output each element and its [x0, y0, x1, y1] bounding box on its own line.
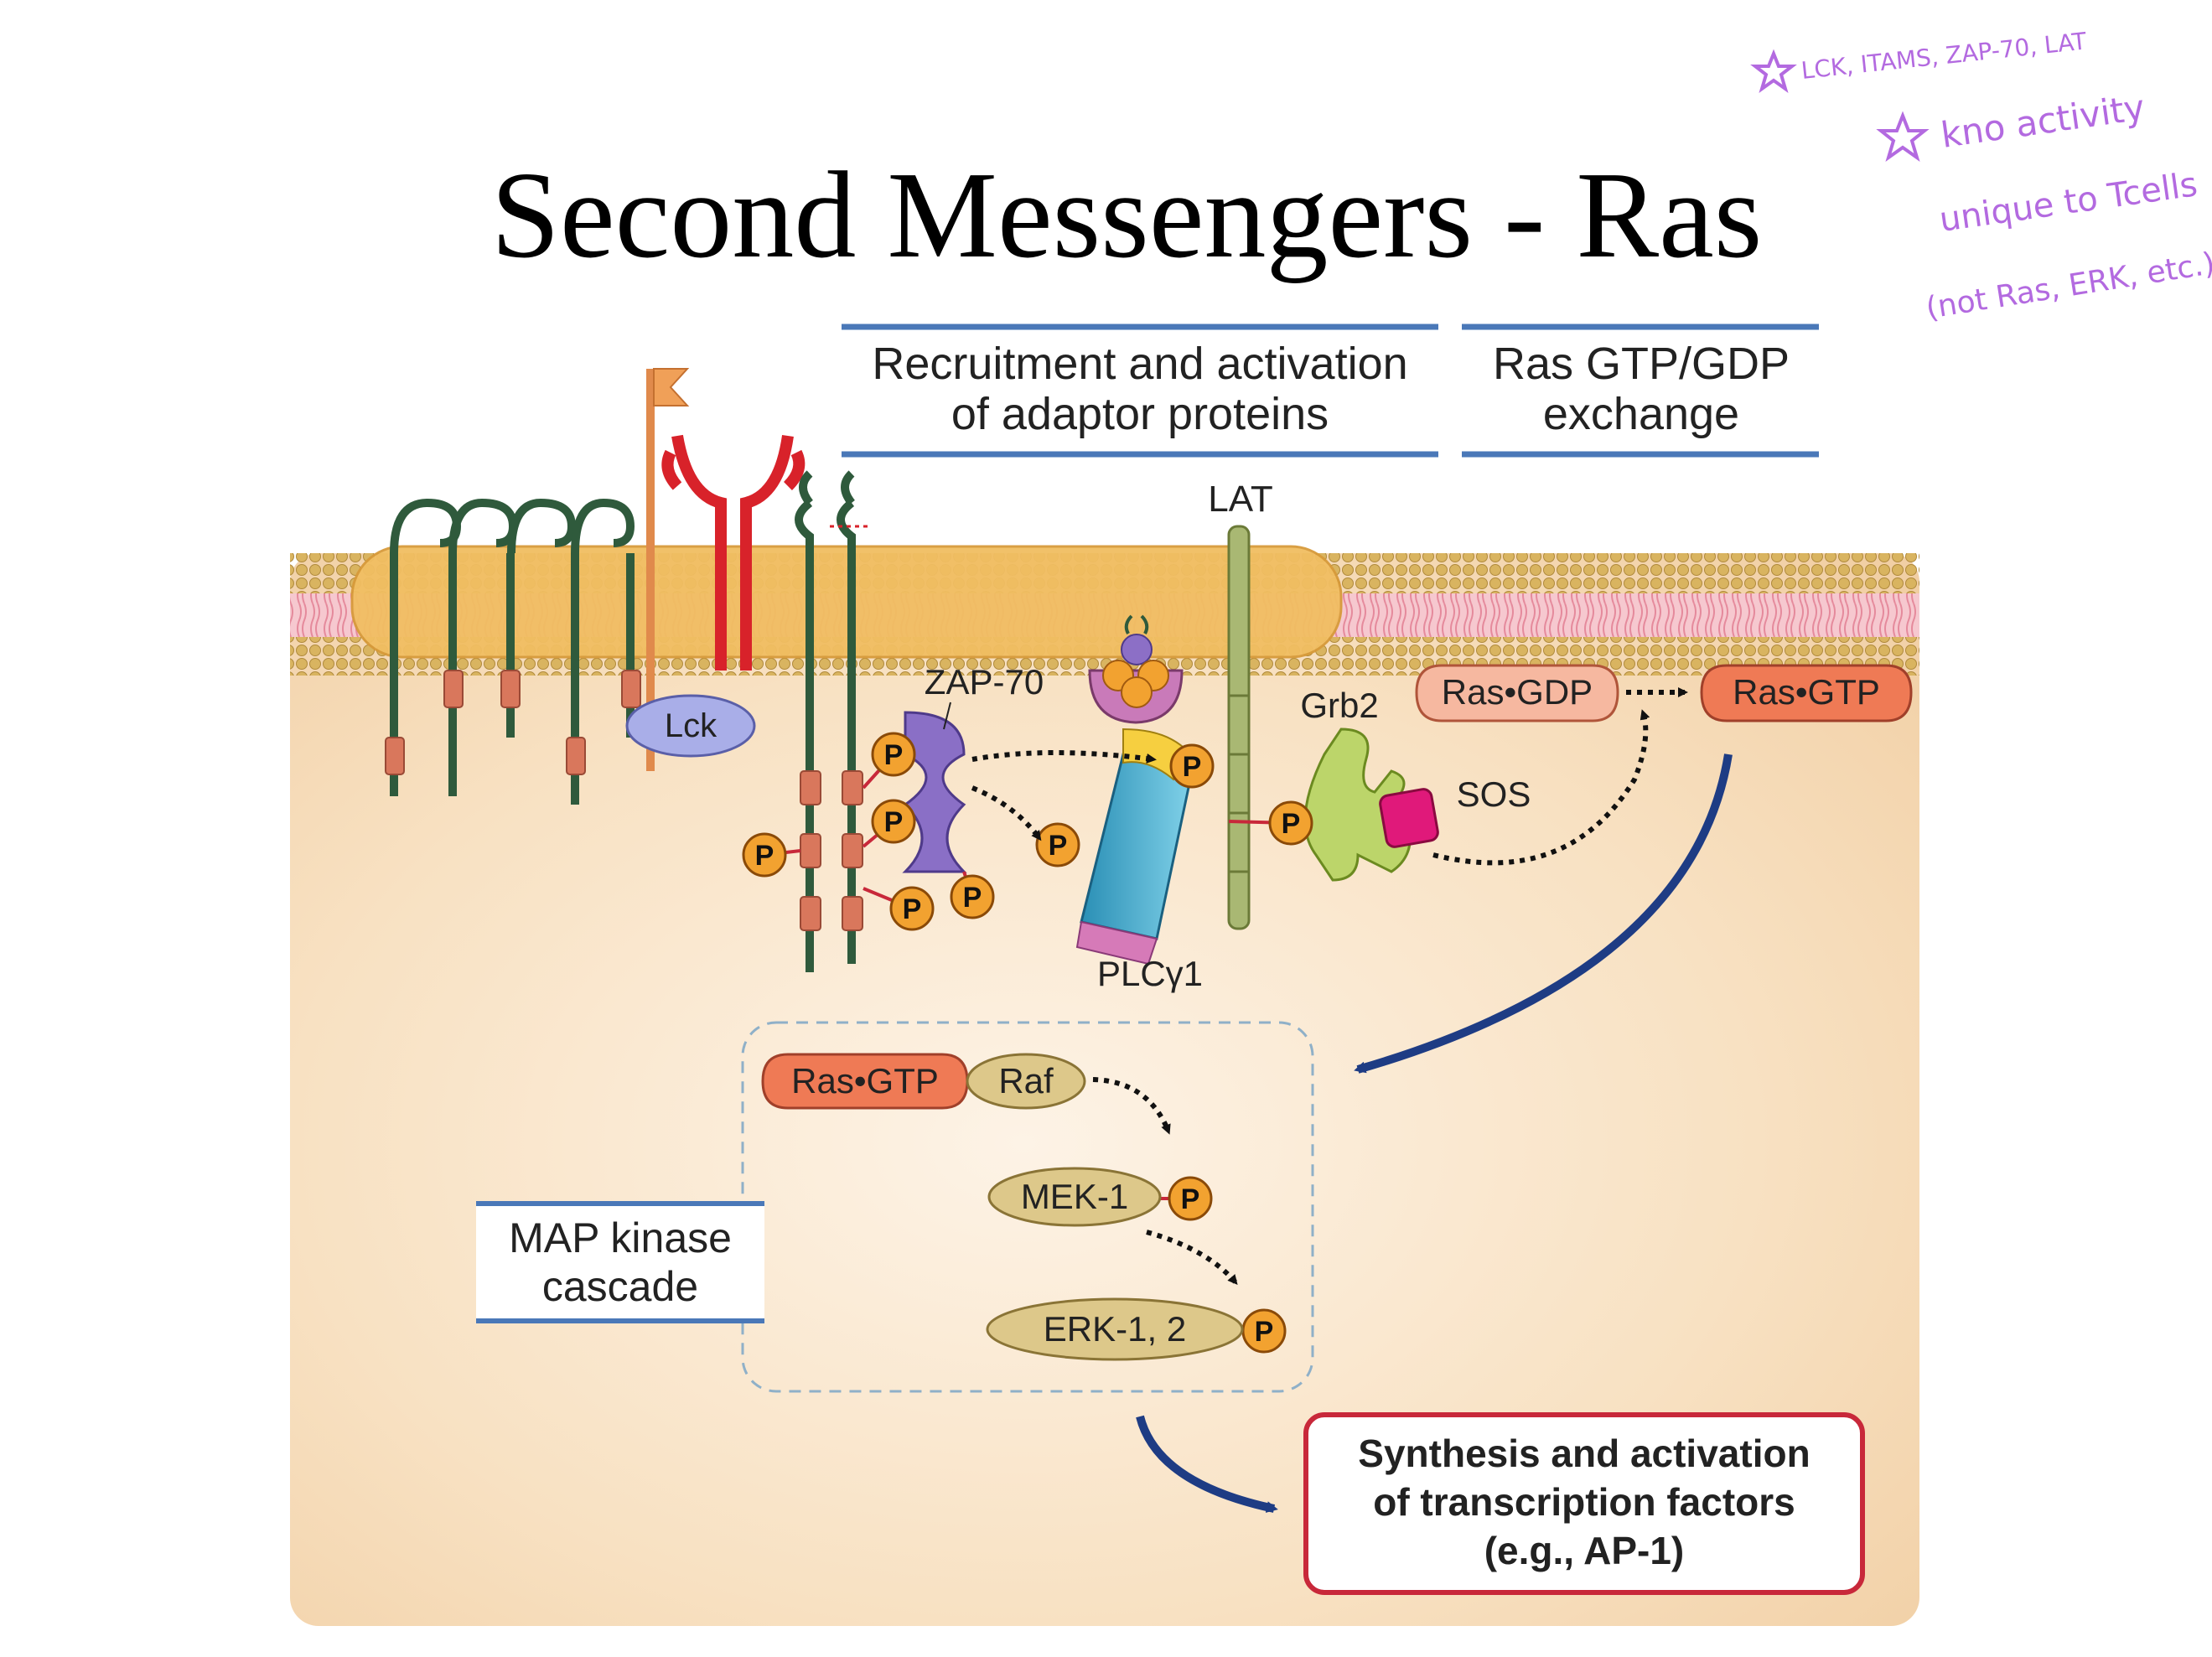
plasma-membrane [290, 545, 1919, 676]
lipid-raft [350, 545, 1343, 659]
ras-gtp-label: Ras•GTP [1733, 672, 1880, 712]
blue-arrows [1136, 753, 1733, 1513]
phosphate-label: P [1181, 1183, 1200, 1215]
phosphate-label: P [903, 893, 922, 925]
ras-gtp-node: Ras•GTP [1700, 664, 1913, 722]
header-exchange: Ras GTP/GDP exchange [1462, 324, 1819, 458]
sos-label: SOS [1457, 774, 1531, 814]
star-icon [1876, 111, 1930, 162]
phosphate-group [950, 874, 995, 919]
mek-node [987, 1167, 1162, 1227]
zap70-node [902, 711, 967, 873]
erk-node [986, 1297, 1244, 1361]
phosphate-label: P [884, 806, 904, 838]
erk-label: ERK-1, 2 [1044, 1309, 1186, 1349]
phosphate-group [1268, 800, 1313, 846]
itam-segments [385, 670, 641, 775]
star-icon [1750, 49, 1797, 93]
cascade-ras-gtp-label: Ras•GTP [791, 1061, 939, 1100]
phosphate-label: P [884, 739, 904, 771]
note-line2: kno activity [1939, 86, 2147, 156]
phosphate-group [889, 886, 935, 931]
handwritten-notes: LCK, ITAMS, ZAP-70, LAT kno activity uni… [1750, 27, 2212, 326]
header-recruitment-line1: Recruitment and activation [872, 339, 1407, 389]
slide-title: Second Messengers - Ras [491, 147, 1763, 284]
ras-gdp-label: Ras•GDP [1442, 672, 1593, 712]
cascade-ras-gtp-node: Ras•GTP [761, 1053, 969, 1110]
lat-label: LAT [1208, 479, 1272, 520]
grb2-label: Grb2 [1300, 686, 1378, 725]
note-line3: unique to Tcells [1937, 165, 2199, 240]
plcg1-label: PLCγ1 [1097, 954, 1203, 993]
note-line4: (not Ras, ERK, etc.) [1924, 246, 2212, 326]
sos-node [1379, 788, 1439, 848]
phosphate-group [1035, 822, 1080, 867]
raf-label: Raf [998, 1061, 1054, 1100]
phosphate-label: P [1282, 808, 1301, 840]
cytoplasm [290, 553, 1919, 1626]
map-kinase-label-line1: MAP kinase [509, 1214, 732, 1261]
phosphate-group [1168, 1176, 1213, 1221]
map-kinase-label-line2: cascade [542, 1263, 698, 1310]
signal-arrows [971, 687, 1688, 1286]
zeta-itams [800, 770, 863, 931]
phosphate-label: P [755, 840, 774, 872]
raf-node [966, 1053, 1086, 1110]
phospho-groups: P P P P P P P P P P [742, 732, 1313, 1354]
note-line1: LCK, ITAMS, ZAP-70, LAT [1800, 27, 2088, 85]
phosphate-group [871, 732, 916, 777]
phosphate-label: P [1255, 1316, 1274, 1348]
zap70-label: ZAP-70 [925, 662, 1044, 702]
header-exchange-line2: exchange [1543, 389, 1739, 439]
outcome-line1: Synthesis and activation [1358, 1432, 1810, 1475]
header-recruitment: Recruitment and activation of adaptor pr… [842, 324, 1438, 458]
outcome-line2: of transcription factors [1373, 1480, 1795, 1524]
phosphate-label: P [963, 882, 982, 914]
ras-gdp-node: Ras•GDP [1415, 664, 1619, 722]
mek-label: MEK-1 [1021, 1177, 1128, 1216]
lck-node [625, 694, 756, 758]
tcr-alpha-beta [661, 434, 806, 671]
phosphate-group [742, 832, 787, 878]
header-exchange-line1: Ras GTP/GDP [1493, 339, 1790, 389]
map-kinase-label-box: MAP kinase cascade [476, 1201, 764, 1323]
outcome-box: Synthesis and activation of transcriptio… [1303, 1412, 1865, 1595]
zeta-chains [795, 470, 856, 972]
phosphate-label: P [1183, 751, 1202, 783]
phosphate-group [871, 799, 916, 844]
header-recruitment-line2: of adaptor proteins [951, 389, 1329, 439]
phosphate-group [1169, 743, 1215, 789]
phosphate-label: P [1049, 830, 1068, 862]
lat-node [1227, 525, 1251, 930]
outcome-line3: (e.g., AP-1) [1484, 1529, 1685, 1572]
lck-label: Lck [665, 707, 717, 744]
